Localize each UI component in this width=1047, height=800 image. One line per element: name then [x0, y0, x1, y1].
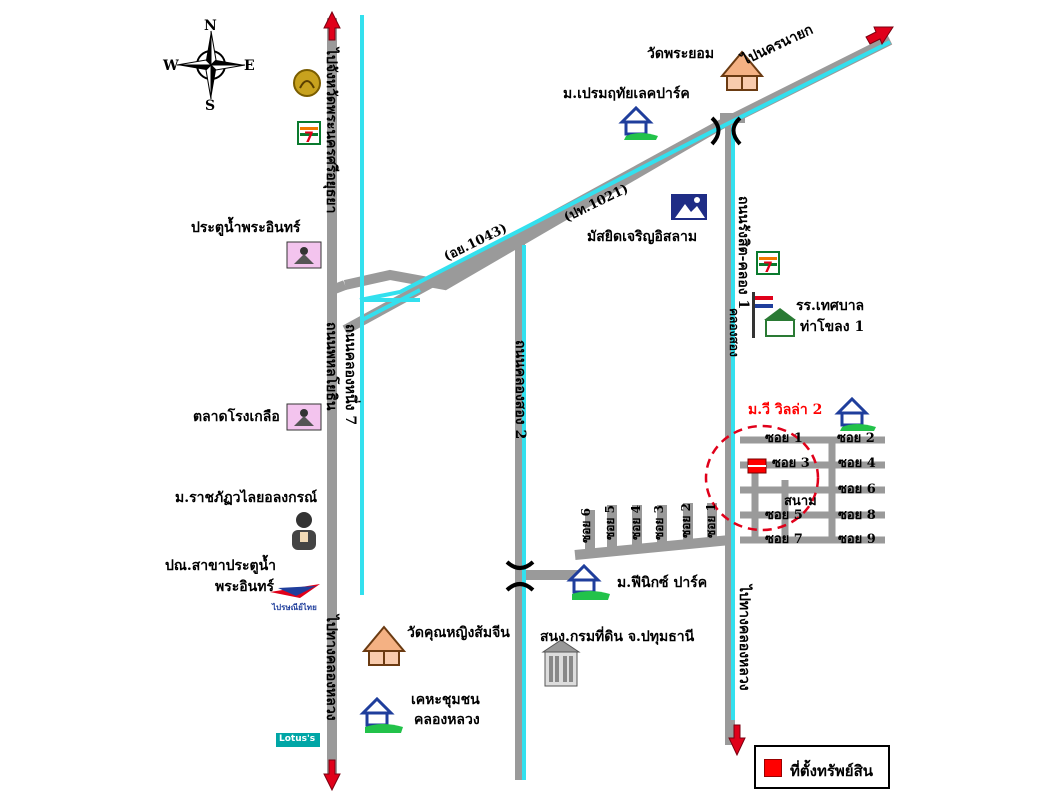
land-office-icon [541, 639, 581, 687]
school-icon [752, 292, 796, 338]
road-label-rangsit-khlong-1: ถนนรังสิต-คลอง 1 [735, 196, 751, 310]
label-masjid: มัสยิดเจริญอิสลาม [587, 229, 698, 245]
compass-west-label: W [163, 58, 179, 74]
road-diagonal [343, 35, 893, 291]
road-label-khlong-1: ถนนคลองหนึ่ง 7 [342, 324, 358, 426]
road-label-khlong-2: ถนนคลองสอง 2 [512, 340, 528, 440]
mosque-icon [671, 194, 707, 220]
arrow-down-right [728, 724, 746, 757]
map-legend: ที่ตั้งทรัพย์สิน [754, 745, 890, 789]
label-phoenix: ม.ฟีนิกซ์ ปาร์ค [617, 575, 708, 591]
lotus-icon [276, 733, 320, 747]
label-housing-2: คลองหลวง [414, 712, 480, 728]
label-rajabhat: ม.ราชภัฏวไลยอลงกรณ์ [175, 490, 318, 506]
market-icon-talad [286, 403, 322, 431]
direction-arrows [323, 10, 894, 792]
soi-label: ซอย 4 [838, 456, 876, 471]
compass-north-label: N [204, 18, 217, 34]
road-label-ayutthaya: ไปจังหวัดพระนครศรีอยุธยา [323, 48, 339, 214]
label-post-2: พระอินทร์ [215, 579, 274, 595]
arrow-ne [865, 26, 894, 46]
canal-diagonal [359, 40, 891, 302]
label-wat-phra-yom: วัดพระยอม [647, 46, 715, 62]
label-lotus: Lotus's [279, 734, 316, 744]
road-label-to-khlong-luang-right: ไปทางคลองหลวง [736, 585, 752, 691]
soi-label-bottom: ซอย 4 [629, 505, 643, 540]
soi-label-bottom: ซอย 5 [603, 505, 617, 540]
label-post-1: ปณ.สาขาประตูน้ำ [165, 558, 277, 574]
soi-label-bottom: ซอย 2 [679, 503, 693, 538]
soi-label: ซอย 5 [765, 508, 803, 523]
property-area-circle [704, 424, 820, 532]
soi-label: ซอย 1 [765, 431, 803, 446]
label-school-2: ท่าโขลง 1 [800, 319, 865, 335]
label-land-office: สนง.กรมที่ดิน จ.ปทุมธานี [540, 629, 695, 645]
label-wat-khun-ying: วัดคุณหญิงส้มจีน [407, 625, 510, 641]
soi-label: ซอย 2 [837, 431, 875, 446]
temple-icon-bottom [361, 625, 407, 666]
label-thai-post: ไปรษณีย์ไทย [272, 602, 317, 612]
soi-label: ซอย 8 [838, 508, 876, 523]
soi-label: ซอย 9 [838, 532, 876, 547]
road-label-khlong-song: คลองสอง [727, 308, 741, 357]
soi-label: ซอย 6 [838, 482, 876, 497]
label-talad: ตลาดโรงเกลือ [193, 409, 280, 425]
road-label-phahonyothin: ถนนพหลโยธิน [323, 322, 339, 411]
svg-text:7: 7 [304, 130, 314, 146]
soi-label-bottom: ซอย 6 [579, 508, 593, 543]
label-pratu-nam: ประตูน้ำพระอินทร์ [191, 220, 301, 236]
svg-text:7: 7 [763, 260, 773, 276]
label-vee-village: ม.วี วิลล่า 2 [748, 402, 823, 418]
park-label: สนาม [784, 494, 817, 509]
road-network [327, 18, 893, 780]
seven-eleven-icon-left: 7 [297, 121, 321, 146]
house-icon-vee [834, 396, 876, 431]
soi-label-bottom: ซอย 1 [704, 503, 718, 538]
house-icon-phoenix [566, 563, 610, 600]
soi-label-bottom: ซอย 3 [652, 505, 666, 540]
compass-south-label: S [205, 98, 216, 114]
temple-icon-top [719, 50, 765, 91]
compass-east-label: E [244, 58, 255, 74]
label-housing-1: เคหะชุมชน [411, 692, 480, 708]
soi-label: ซอย 3 [772, 456, 810, 471]
market-icon-pratu [286, 241, 322, 269]
canals [359, 15, 891, 780]
house-icon-prem [618, 105, 658, 140]
legend-property-swatch [764, 759, 782, 777]
seven-eleven-icon-right: 7 [756, 251, 780, 276]
arrow-up-left [323, 10, 341, 41]
bank-icon [293, 69, 321, 97]
arrow-down-left [323, 759, 341, 792]
soi-label: ซอย 7 [765, 532, 803, 547]
road-label-to-khlong-luang-left: ไปทางคลองหลวง [323, 615, 339, 721]
thai-post-icon [270, 584, 320, 598]
graduate-icon [292, 512, 316, 550]
compass-rose [176, 30, 246, 100]
label-school-1: รร.เทศบาล [796, 298, 865, 314]
house-icon-housing [359, 696, 403, 733]
legend-property-label: ที่ตั้งทรัพย์สิน [790, 762, 873, 780]
bridge-marks [505, 116, 742, 592]
label-prem-lake-park: ม.เปรมฤทัยเลคปาร์ค [563, 86, 690, 102]
